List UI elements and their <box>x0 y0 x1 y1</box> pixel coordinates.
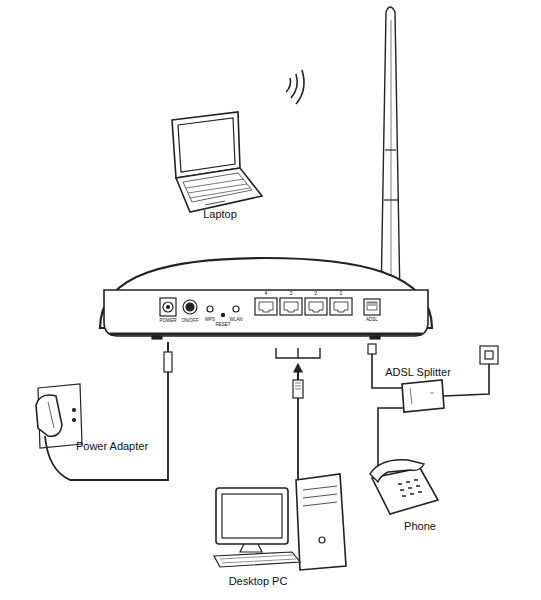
laptop <box>172 112 262 212</box>
router <box>100 258 432 339</box>
port-label: ON/OFF <box>182 319 199 324</box>
port-label: ADSL <box>366 318 378 323</box>
device-label: Phone <box>404 520 436 532</box>
port-label: POWER <box>159 319 176 324</box>
ethernet-cable <box>276 348 320 486</box>
device-label: Desktop PC <box>229 575 288 587</box>
port-number: 1 <box>340 291 343 297</box>
device-label: Laptop <box>203 208 237 220</box>
port-number: 2 <box>315 291 318 297</box>
adsl-splitter <box>368 344 498 470</box>
port-number: 4 <box>265 291 268 297</box>
desktop-pc <box>214 474 346 570</box>
device-label: ADSL Splitter <box>385 366 451 378</box>
wifi-waves <box>286 70 304 104</box>
power-adapter <box>36 342 172 480</box>
port-label: WLAN <box>229 318 242 323</box>
antenna <box>381 7 400 300</box>
port-label: RESET <box>215 323 230 328</box>
device-label: Power Adapter <box>76 440 148 452</box>
phone <box>370 460 438 514</box>
port-number: 3 <box>290 291 293 297</box>
port-label: WPS <box>205 318 215 323</box>
